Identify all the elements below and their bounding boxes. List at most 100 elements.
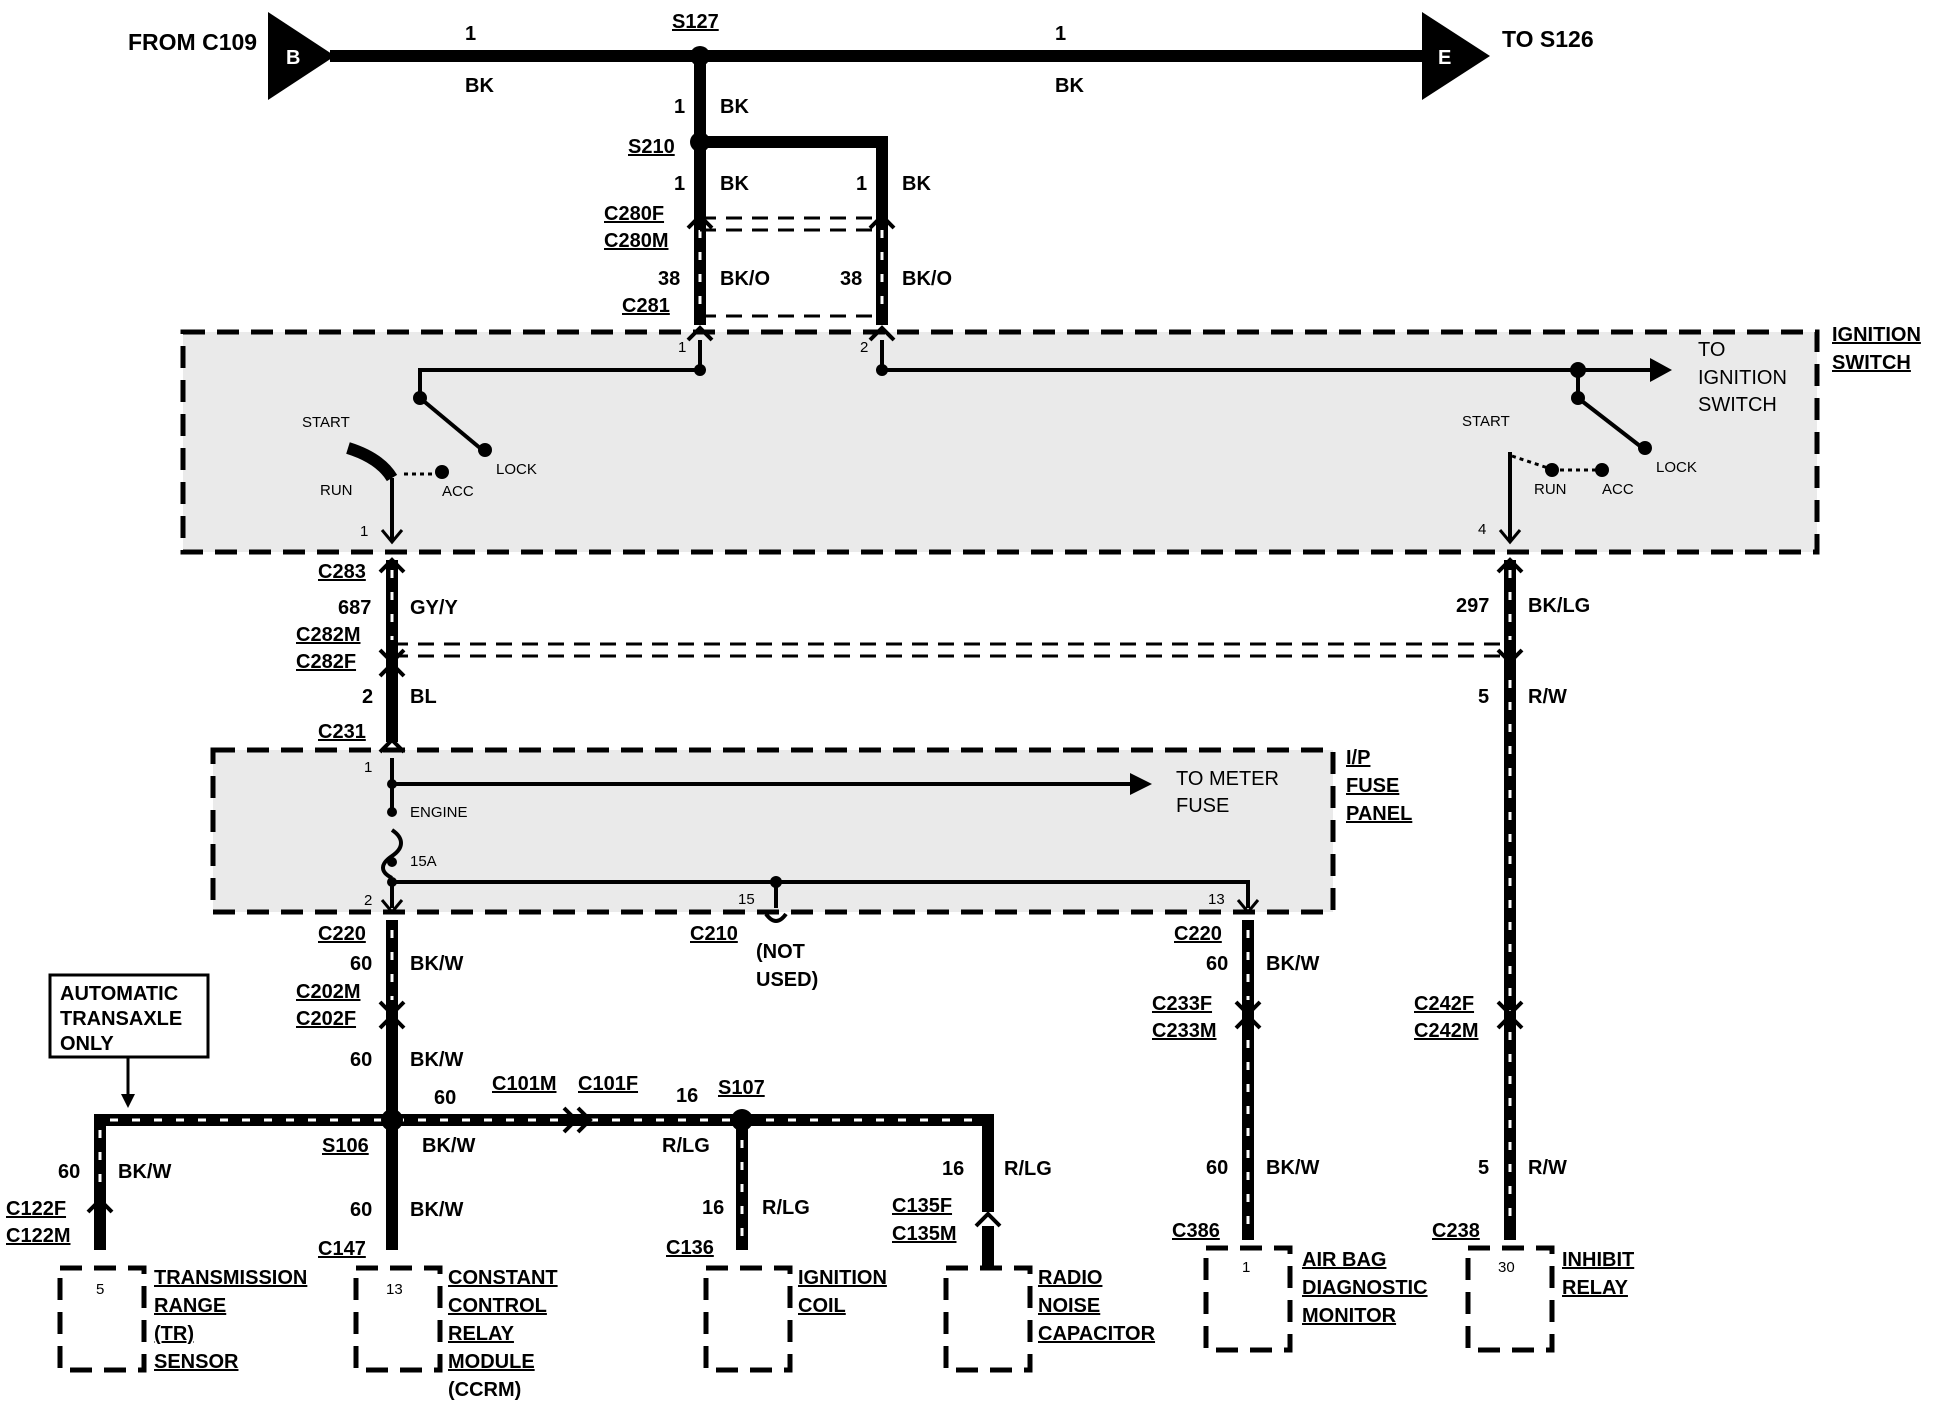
ccrm-l4: MODULE [448,1351,535,1373]
left-arrow-letter: B [286,47,300,69]
color-bl: BL [410,686,437,708]
feed-circuit-c: 1 [856,173,867,195]
ign-title-2: SWITCH [1832,352,1911,374]
c242f-chevron [1496,1013,1524,1030]
coil-l1: IGNITION [798,1267,887,1289]
color-bkw-tr: BK/W [118,1161,171,1183]
radio-l2: NOISE [1038,1295,1100,1317]
inhibit-l2: RELAY [1562,1277,1629,1299]
to-ignition-switch-arrow [1650,358,1672,382]
conn-c220-right: C220 [1174,923,1222,945]
tr-l1: TRANSMISSION [154,1267,307,1289]
tr-pin: 5 [96,1281,104,1298]
circuit-5-inh: 5 [1478,1157,1489,1179]
conn-c280m: C280M [604,230,668,252]
inhibit-pin: 30 [1498,1259,1515,1276]
circuit-60-tr: 60 [58,1161,80,1183]
fuse-pin2: 2 [364,892,372,909]
circuit-60-c: 60 [1206,953,1228,975]
splice-s210-label: S210 [628,136,675,158]
right-pin-arrow [1498,529,1522,545]
right-start: START [1462,413,1510,430]
color-rw: R/W [1528,686,1567,708]
fuse-panel-housing [213,750,1333,912]
inhibit-l1: INHIBIT [1562,1249,1634,1271]
fuse-panel-outline [210,747,1336,915]
circuit-687: 687 [338,597,371,619]
conn-c242m: C242M [1414,1020,1478,1042]
conn-c280f: C280F [604,203,664,225]
conn-c233m: C233M [1152,1020,1216,1042]
c122-chevron [86,1197,114,1214]
color-bkw-ccrm: BK/W [410,1199,463,1221]
top-right-circuit: 1 [1055,23,1066,45]
ignition-switch-outline [180,329,1820,555]
left-lock-contact [478,443,492,457]
fuse-pin2-arrow [380,899,404,915]
splice-s106 [381,1109,403,1131]
horizontal-branch [94,1114,994,1240]
conn-c122f: C122F [6,1198,66,1220]
feed-wire-right [700,136,888,325]
to-label: TO S126 [1502,26,1594,52]
to-ign-3: SWITCH [1698,394,1777,416]
left-arrow-connector [268,12,335,100]
conn-c233f: C233F [1152,993,1212,1015]
circuit-60-b: 60 [350,1049,372,1071]
feed-circuit-d: 38 [658,268,680,290]
feed-color-a: BK [720,96,749,118]
auto-3: ONLY [60,1033,114,1055]
circuit-16-coil: 16 [702,1197,724,1219]
color-rlg-h: R/LG [662,1135,710,1157]
ign-pin1: 1 [678,339,686,356]
color-rlg-coil: R/LG [762,1197,810,1219]
conn-c147: C147 [318,1238,366,1260]
top-left-circuit: 1 [465,23,476,45]
ignition-coil-box [703,1265,793,1373]
tr-l3: (TR) [154,1323,194,1345]
not-used-1: (NOT [756,941,805,963]
not-used-2: USED) [756,969,818,991]
left-switch-blade [418,396,482,450]
fuse-pin13: 13 [1208,891,1225,908]
fuse-node-engine [387,807,397,817]
airbag-l3: MONITOR [1302,1305,1397,1327]
conn-c202m: C202M [296,981,360,1003]
radio-l3: CAPACITOR [1038,1323,1156,1345]
airbag-l1: AIR BAG [1302,1249,1386,1271]
ccrm-l2: CONTROL [448,1295,547,1317]
circuit-60-ab: 60 [1206,1157,1228,1179]
left-start: START [302,414,350,431]
fuse-pin1: 1 [364,759,372,776]
conn-c282f: C282F [296,651,356,673]
left-switch-pin: 1 [360,523,368,540]
color-gyy: GY/Y [410,597,458,619]
conn-c101f: C101F [578,1073,638,1095]
circuit-60-ccrm: 60 [350,1199,372,1221]
conn-c210: C210 [690,923,738,945]
top-left-color: BK [465,75,494,97]
fuse-pin15: 15 [738,891,755,908]
right-acc-contact [1595,463,1609,477]
conn-c136: C136 [666,1237,714,1259]
airbag-pin: 1 [1242,1259,1250,1276]
color-bkw-a: BK/W [410,953,463,975]
right-run: RUN [1534,481,1567,498]
splice-s106-label: S106 [322,1135,369,1157]
auto-note-arrow [121,1094,135,1108]
tr-sensor-box [57,1265,147,1373]
c101f-chevron [576,1106,593,1134]
c101m-chevron [562,1106,579,1134]
ccrm-l1: CONSTANT [448,1267,558,1289]
tr-l4: SENSOR [154,1351,239,1373]
engine-fuse-icon [381,828,403,880]
ign-node-2 [876,364,888,376]
c280-chevron-right [868,213,896,230]
left-acc-contact [435,465,449,479]
conn-c135f: C135F [892,1195,952,1217]
c281-chevron-right [868,325,896,342]
right-arrow-letter: E [1438,47,1451,69]
conn-c282m: C282M [296,624,360,646]
fuse-title-1: I/P [1346,747,1370,769]
